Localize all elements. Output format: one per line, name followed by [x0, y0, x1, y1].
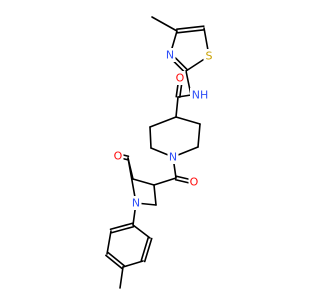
label-background — [174, 71, 186, 85]
single-bond — [175, 96, 179, 118]
double-bond-line — [105, 254, 123, 270]
single-bond — [132, 178, 155, 186]
single-bond — [132, 224, 151, 239]
label-background — [130, 196, 142, 210]
single-bond — [151, 16, 178, 32]
double-bond-line — [110, 225, 135, 234]
single-bond — [106, 230, 112, 255]
double-bond-line — [107, 251, 125, 267]
single-bond — [127, 157, 137, 204]
double-bond-line — [178, 82, 183, 99]
label-background — [112, 149, 124, 163]
label-background — [203, 49, 215, 63]
bond-layer — [105, 16, 210, 289]
lactam-oxygen-label: O — [112, 149, 124, 163]
thiazole-nitrogen-symbol: N — [166, 49, 174, 62]
single-bond — [122, 260, 144, 268]
label-background — [190, 88, 210, 102]
amide-oxygen-symbol: O — [176, 72, 185, 85]
double-bond-line — [176, 25, 205, 31]
label-background — [167, 150, 179, 164]
single-bond — [175, 116, 201, 125]
single-bond — [149, 126, 152, 149]
single-bond — [153, 184, 157, 206]
thiazole-nitrogen-label: N — [164, 48, 176, 62]
label-background — [188, 175, 200, 189]
double-bond-line — [143, 237, 153, 263]
amide-nh-symbol: NH — [192, 89, 209, 102]
double-bond-line — [109, 222, 134, 231]
amide-oxygen-label: O — [174, 71, 186, 85]
pyrrolidinone-nitrogen-symbol: N — [132, 197, 140, 210]
lactam-oxygen-symbol: O — [114, 150, 123, 163]
acyl-oxygen-label: O — [188, 175, 200, 189]
acyl-oxygen-symbol: O — [190, 176, 199, 189]
single-bond — [149, 116, 177, 128]
double-bond-line — [175, 81, 180, 98]
thiazole-sulfur-label: S — [203, 49, 215, 63]
label-background — [164, 48, 176, 62]
thiazole-sulfur-symbol: S — [206, 50, 213, 63]
amide-nh-label: NH — [190, 88, 210, 102]
pyrrolidinone-nitrogen-label: N — [130, 196, 142, 210]
single-bond — [197, 123, 201, 148]
double-bond-line — [140, 236, 150, 262]
double-bond-line — [176, 28, 205, 34]
piperidine-nitrogen-symbol: N — [169, 151, 177, 164]
single-bond — [153, 177, 177, 186]
single-bond — [119, 266, 124, 289]
piperidine-nitrogen-label: N — [167, 150, 179, 164]
